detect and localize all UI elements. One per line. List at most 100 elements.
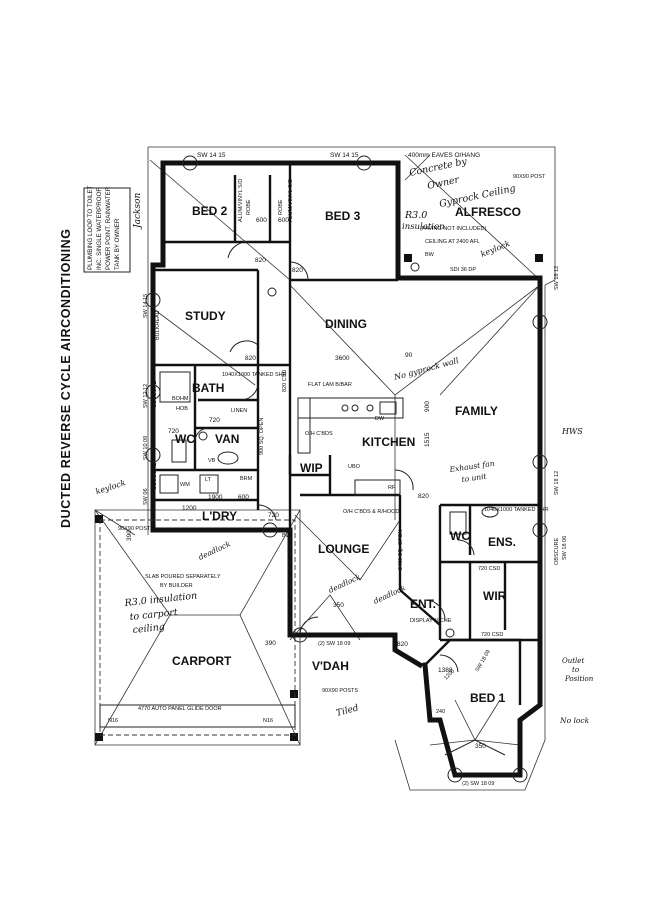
svg-text:No gyprock wall: No gyprock wall bbox=[392, 356, 460, 382]
svg-text:820: 820 bbox=[397, 641, 408, 648]
svg-text:820: 820 bbox=[255, 257, 266, 264]
svg-text:ceiling: ceiling bbox=[132, 622, 165, 636]
svg-text:O/H C'BDS: O/H C'BDS bbox=[305, 431, 333, 437]
room-wir: WIR bbox=[483, 589, 507, 603]
door-swings bbox=[194, 241, 475, 673]
svg-text:90X90 POSTS: 90X90 POSTS bbox=[118, 526, 154, 532]
svg-text:No lock: No lock bbox=[559, 716, 590, 725]
svg-text:2400 SQ. OPEN: 2400 SQ. OPEN bbox=[398, 530, 404, 570]
svg-text:350: 350 bbox=[475, 743, 486, 750]
svg-text:OBSCURE: OBSCURE bbox=[152, 380, 158, 408]
svg-text:900 SQ. OPEN: 900 SQ. OPEN bbox=[259, 418, 265, 455]
svg-text:FLAT LAM B/BAR: FLAT LAM B/BAR bbox=[308, 382, 352, 388]
room-dining: DINING bbox=[325, 317, 367, 331]
svg-text:DW: DW bbox=[375, 416, 385, 422]
svg-text:deadlock: deadlock bbox=[372, 583, 407, 606]
svg-text:CEILING AT 2400 AFL: CEILING AT 2400 AFL bbox=[425, 239, 480, 245]
svg-text:SW 14 15: SW 14 15 bbox=[143, 294, 149, 318]
svg-text:SW 10 09: SW 10 09 bbox=[143, 436, 149, 460]
svg-text:UBO: UBO bbox=[348, 464, 361, 470]
room-ldry: L'DRY bbox=[202, 509, 237, 523]
svg-text:deadlock: deadlock bbox=[327, 572, 362, 595]
room-family: FAMILY bbox=[455, 404, 498, 418]
svg-text:R3.0: R3.0 bbox=[404, 210, 427, 221]
svg-text:1515: 1515 bbox=[424, 432, 431, 447]
svg-text:1200: 1200 bbox=[182, 505, 197, 512]
svg-text:SW 14 15: SW 14 15 bbox=[197, 152, 226, 159]
svg-text:WM: WM bbox=[180, 482, 190, 488]
svg-text:ROBE: ROBE bbox=[246, 199, 252, 215]
printed-annotations: 400mm EAVES O/HANG SW 14 15 SW 14 15 ROB… bbox=[108, 152, 568, 787]
svg-text:820: 820 bbox=[418, 493, 429, 500]
svg-text:ROBE: ROBE bbox=[278, 199, 284, 215]
svg-text:390: 390 bbox=[265, 640, 276, 647]
svg-text:to carport: to carport bbox=[129, 607, 178, 623]
svg-text:900: 900 bbox=[424, 401, 431, 412]
svg-text:HOB: HOB bbox=[176, 406, 188, 412]
svg-text:PLUMBING LOOP TO TOILET: PLUMBING LOOP TO TOILET bbox=[87, 185, 94, 270]
svg-text:N16: N16 bbox=[263, 718, 273, 724]
room-ens-wc: WC bbox=[450, 529, 470, 543]
svg-text:1388: 1388 bbox=[438, 667, 453, 674]
svg-text:VB: VB bbox=[208, 458, 216, 464]
svg-text:insulation: insulation bbox=[402, 222, 445, 232]
svg-text:SW 18 12: SW 18 12 bbox=[554, 266, 560, 290]
kitchen-benches bbox=[297, 397, 404, 496]
svg-text:TANK BY OWNER: TANK BY OWNER bbox=[114, 218, 121, 270]
svg-text:820: 820 bbox=[292, 267, 303, 274]
svg-text:SW 18 06: SW 18 06 bbox=[562, 536, 568, 560]
svg-text:LINEN: LINEN bbox=[231, 408, 247, 414]
plumbing-tick-handwriting: Jackson bbox=[133, 192, 143, 230]
svg-text:BULKHEAD: BULKHEAD bbox=[155, 310, 161, 340]
room-labels: BED 2 BED 3 ALFRESCO STUDY DINING BATH W… bbox=[172, 204, 521, 705]
carport-slab bbox=[99, 519, 296, 736]
svg-text:240: 240 bbox=[436, 709, 445, 715]
svg-text:OBSCURE: OBSCURE bbox=[152, 462, 158, 490]
svg-text:720 CSD: 720 CSD bbox=[481, 632, 503, 638]
svg-text:BY BUILDER: BY BUILDER bbox=[160, 583, 193, 589]
svg-text:RF: RF bbox=[388, 485, 396, 491]
svg-text:POWER POINT. RAINWATER: POWER POINT. RAINWATER bbox=[105, 186, 112, 270]
svg-text:SW 12 12: SW 12 12 bbox=[143, 384, 149, 408]
svg-text:BRM: BRM bbox=[240, 476, 253, 482]
svg-text:SLAB POURED SEPARATELY: SLAB POURED SEPARATELY bbox=[145, 574, 221, 580]
room-van: VAN bbox=[215, 432, 239, 446]
svg-text:1040X1000 TANKED SHR: 1040X1000 TANKED SHR bbox=[222, 372, 287, 378]
svg-text:SDI 36 DP: SDI 36 DP bbox=[450, 267, 476, 273]
room-kitchen: KITCHEN bbox=[362, 435, 415, 449]
external-walls bbox=[150, 160, 543, 778]
room-study: STUDY bbox=[185, 309, 226, 323]
svg-text:600: 600 bbox=[238, 494, 249, 501]
svg-text:O/H C'BDS & R/HOOD: O/H C'BDS & R/HOOD bbox=[343, 509, 399, 515]
svg-text:400mm EAVES O/HANG: 400mm EAVES O/HANG bbox=[408, 152, 480, 159]
svg-text:deadlock: deadlock bbox=[197, 539, 232, 562]
svg-text:(2) SW 18 09: (2) SW 18 09 bbox=[462, 781, 494, 787]
svg-text:Outlet: Outlet bbox=[562, 657, 584, 665]
wet-area-fixtures bbox=[159, 262, 499, 638]
svg-text:BOHM: BOHM bbox=[172, 396, 189, 402]
svg-text:Tiled: Tiled bbox=[335, 703, 360, 719]
svg-text:(2) SW 18 09: (2) SW 18 09 bbox=[318, 641, 350, 647]
svg-text:ALUM/VINYL S/D: ALUM/VINYL S/D bbox=[288, 179, 294, 222]
svg-text:Position: Position bbox=[564, 675, 594, 683]
svg-text:INC. SINGLE WATERPROOF: INC. SINGLE WATERPROOF bbox=[96, 188, 103, 270]
room-bed3: BED 3 bbox=[325, 209, 361, 223]
svg-text:90X90 POSTS: 90X90 POSTS bbox=[322, 688, 358, 694]
svg-text:720 CSD: 720 CSD bbox=[478, 566, 500, 572]
svg-text:90X90 POST: 90X90 POST bbox=[513, 174, 546, 180]
room-bed1: BED 1 bbox=[470, 691, 506, 705]
svg-text:720: 720 bbox=[209, 417, 220, 424]
svg-text:600: 600 bbox=[256, 217, 267, 224]
window-markers bbox=[145, 155, 548, 783]
svg-text:N16: N16 bbox=[108, 718, 118, 724]
svg-text:LT: LT bbox=[205, 477, 212, 483]
room-carport: CARPORT bbox=[172, 654, 232, 668]
svg-text:720: 720 bbox=[268, 512, 279, 519]
svg-text:HWS: HWS bbox=[561, 427, 583, 436]
svg-text:3600: 3600 bbox=[335, 355, 350, 362]
room-vdah: V'DAH bbox=[312, 659, 349, 673]
svg-text:to unit: to unit bbox=[461, 471, 488, 484]
svg-text:1040X1000 TANKED SHR: 1040X1000 TANKED SHR bbox=[484, 507, 549, 513]
svg-text:1900: 1900 bbox=[208, 494, 223, 501]
